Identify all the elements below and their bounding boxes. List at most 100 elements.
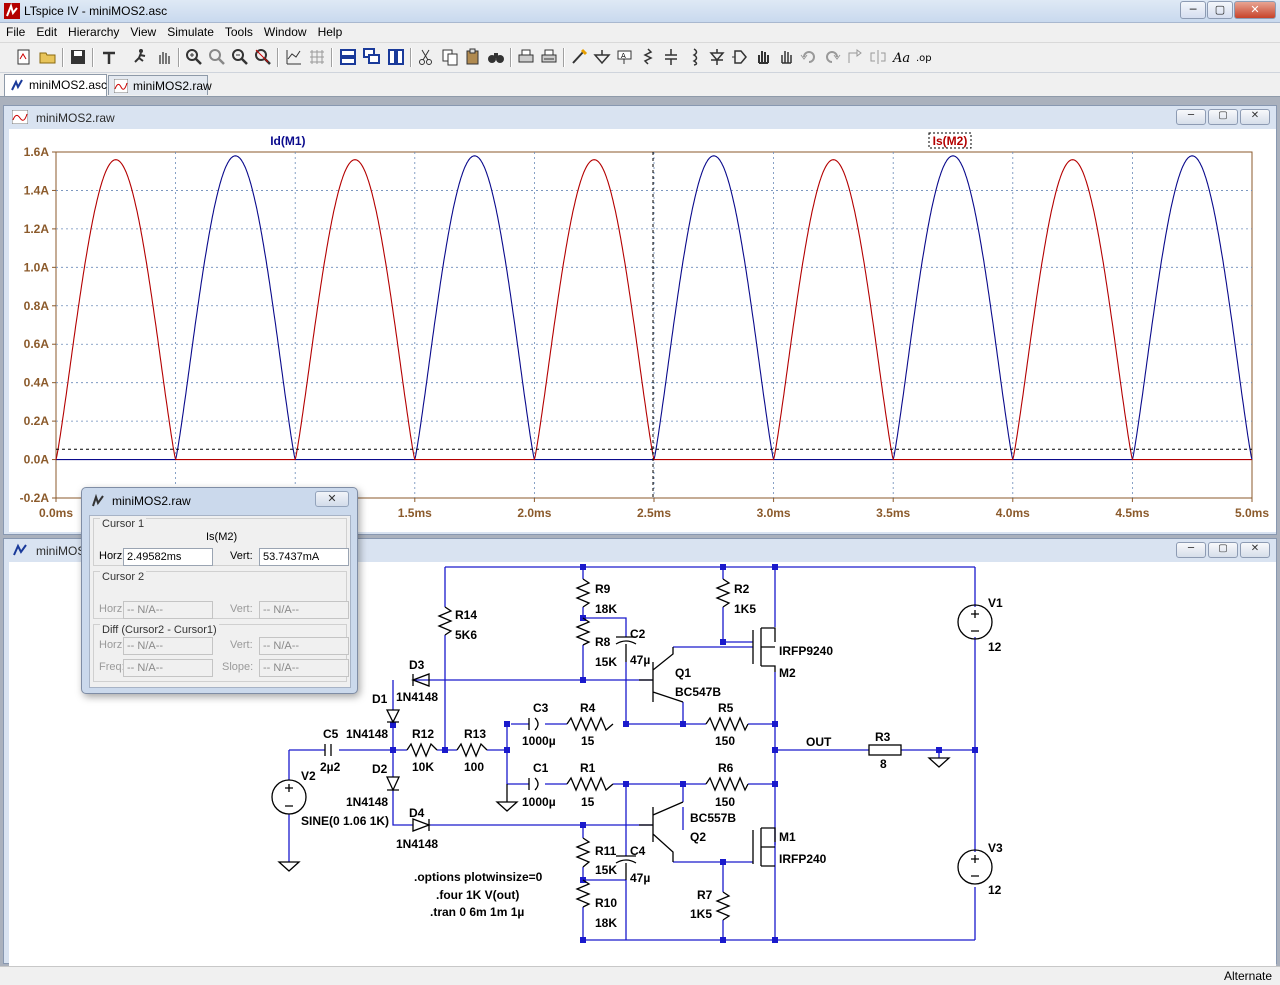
value-V1: 12 [988, 640, 1002, 654]
menu-file[interactable]: File [6, 25, 26, 39]
value-C2: 47µ [630, 653, 650, 667]
autorange-icon[interactable] [284, 47, 304, 67]
print-preview-icon[interactable] [539, 47, 559, 67]
trace-label[interactable]: Is(M2) [933, 134, 968, 148]
capacitor-icon[interactable] [661, 47, 681, 67]
cursor-readout-dialog: miniMOS2.raw ✕ Cursor 1 Is(M2) Horz: 2.4… [81, 487, 358, 694]
schematic-icon [13, 543, 27, 556]
y-tick-label: 0.4A [24, 376, 50, 390]
waveform-plot[interactable]: -0.2A0.0A0.2A0.4A0.6A0.8A1.0A1.2A1.4A1.6… [9, 129, 1276, 532]
toolbar: A Aa .op [0, 43, 1280, 73]
close-button[interactable]: ✕ [1234, 1, 1276, 19]
close-button[interactable]: ✕ [1240, 542, 1270, 558]
tile-horizontal-icon[interactable] [338, 47, 358, 67]
label-V2: V2 [301, 769, 316, 783]
move-icon[interactable] [753, 47, 773, 67]
rotate-icon[interactable] [845, 47, 865, 67]
wires [288, 566, 976, 941]
dialog-close-button[interactable]: ✕ [315, 491, 349, 507]
save-icon[interactable] [68, 47, 88, 67]
tile-vertical-icon[interactable] [386, 47, 406, 67]
value-R11: 15K [595, 863, 617, 877]
schematic-labels: R14 5K6 R9 18K R8 15K C2 47µ R2 1K5 IRFP… [301, 582, 1003, 930]
value-R12: 10K [412, 760, 434, 774]
component-icon[interactable] [730, 47, 750, 67]
ltspice-logo-icon [92, 494, 104, 507]
cursor1-horz-field[interactable]: 2.49582ms [123, 548, 213, 566]
wire-icon[interactable] [569, 47, 589, 67]
menu-hierarchy[interactable]: Hierarchy [68, 25, 120, 39]
zoom-in-icon[interactable] [184, 47, 204, 67]
maximize-button[interactable]: ▢ [1208, 542, 1238, 558]
menu-window[interactable]: Window [263, 25, 307, 39]
minimize-button[interactable]: ─ [1180, 1, 1206, 19]
menu-edit[interactable]: Edit [36, 25, 58, 39]
copy-icon[interactable] [440, 47, 460, 67]
undo-icon[interactable] [799, 47, 819, 67]
halt-icon[interactable] [154, 47, 174, 67]
value-V3: 12 [988, 883, 1002, 897]
diff-freq-field: -- N/A-- [123, 659, 213, 677]
minimize-button[interactable]: ─ [1176, 109, 1206, 125]
find-icon[interactable] [486, 47, 506, 67]
redo-icon[interactable] [822, 47, 842, 67]
label-M2: M2 [779, 666, 796, 680]
spice-directive: .tran 0 6m 1m 1µ [430, 905, 524, 919]
selected-trace-marker [928, 132, 972, 149]
run-icon[interactable] [130, 47, 150, 67]
maximize-button[interactable]: ▢ [1207, 1, 1233, 19]
menu-view[interactable]: View [130, 25, 157, 39]
cursor1-group-label: Cursor 1 [100, 518, 147, 530]
close-button[interactable]: ✕ [1240, 109, 1270, 125]
value-V2: SINE(0 1.06 1K) [301, 814, 389, 828]
schematic-window-title-bar: miniMOS ─ ▢ ✕ [4, 539, 1276, 561]
paste-icon[interactable] [463, 47, 483, 67]
diff-group-label: Diff (Cursor2 - Cursor1) [100, 624, 219, 636]
value-R4: 15 [581, 734, 595, 748]
label-D2: D2 [372, 762, 388, 776]
cascade-icon[interactable] [362, 47, 382, 67]
menu-bar: File Edit Hierarchy View Simulate Tools Window… [0, 23, 1280, 43]
cursor2-group-label: Cursor 2 [100, 571, 147, 583]
spice-directive: .options plotwinsize=0 [414, 870, 543, 884]
cursor1-vert-field[interactable]: 53.7437mA [259, 548, 349, 566]
grid-icon[interactable] [307, 47, 327, 67]
minimize-button[interactable]: ─ [1176, 542, 1206, 558]
zoom-fit-icon[interactable] [253, 47, 273, 67]
mirror-icon[interactable] [868, 47, 888, 67]
label-M1: M1 [779, 830, 796, 844]
zoom-out-icon[interactable] [230, 47, 250, 67]
value-R6: 150 [715, 795, 735, 809]
control-panel-icon[interactable] [99, 47, 119, 67]
print-icon[interactable] [516, 47, 536, 67]
cursor1-group: Cursor 1 Is(M2) Horz: 2.49582ms Vert: 53… [93, 518, 349, 566]
open-icon[interactable] [38, 47, 58, 67]
maximize-button[interactable]: ▢ [1208, 109, 1238, 125]
cursor2-group: Cursor 2 Horz: -- N/A-- Vert: -- N/A-- [93, 571, 349, 619]
drag-icon[interactable] [776, 47, 796, 67]
value-C4: 47µ [630, 871, 650, 885]
inductor-icon[interactable] [684, 47, 704, 67]
text-icon[interactable]: Aa [891, 47, 911, 67]
cut-icon[interactable] [416, 47, 436, 67]
menu-help[interactable]: Help [317, 25, 343, 39]
value-R3: 8 [880, 757, 887, 771]
schematic-drawing[interactable]: R14 5K6 R9 18K R8 15K C2 47µ R2 1K5 IRFP… [9, 562, 1276, 962]
tab-schematic[interactable]: miniMOS2.asc [4, 74, 107, 96]
spice-directive-icon[interactable]: .op [914, 47, 934, 67]
resistor-icon[interactable] [638, 47, 658, 67]
menu-tools[interactable]: Tools [224, 25, 253, 39]
pan-icon[interactable] [207, 47, 227, 67]
cursor2-vert-label: Vert: [230, 603, 253, 615]
new-schematic-icon[interactable] [14, 47, 34, 67]
y-tick-label: 0.6A [24, 337, 50, 351]
trace-label[interactable]: Id(M1) [270, 134, 305, 148]
diode-icon[interactable] [707, 47, 727, 67]
diff-vert-label: Vert: [230, 639, 253, 651]
label-net-icon[interactable]: A [615, 47, 635, 67]
tab-waveform[interactable]: miniMOS2.raw [108, 75, 212, 95]
menu-simulate[interactable]: Simulate [167, 25, 214, 39]
ground-icon[interactable] [592, 47, 612, 67]
